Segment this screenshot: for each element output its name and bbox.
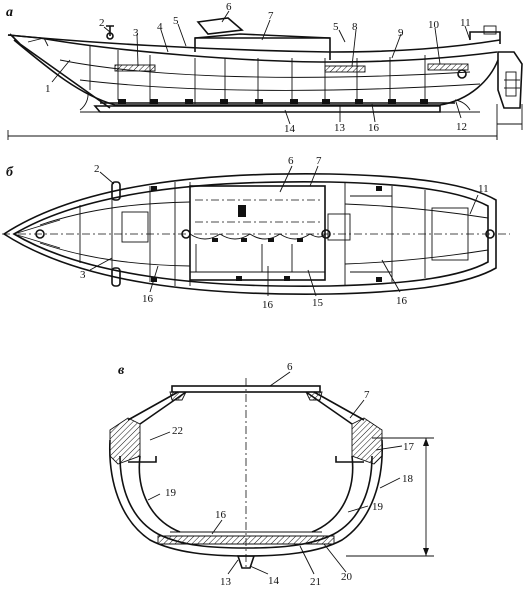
callout-side-11: 11 (460, 17, 471, 29)
callout-plan-16a: 16 (142, 293, 154, 305)
callout-plan-7: 7 (316, 155, 322, 167)
callout-side-16: 16 (368, 122, 380, 134)
callout-side-13: 13 (334, 122, 346, 134)
callout-side-1: 1 (45, 83, 51, 95)
callout-plan-6: 6 (288, 155, 294, 167)
callout-section-18: 18 (402, 473, 414, 485)
callout-plan-11: 11 (478, 183, 489, 195)
callout-section-20: 20 (341, 571, 353, 583)
callout-side-7: 7 (268, 10, 274, 22)
callout-section-17: 17 (403, 441, 415, 453)
callout-side-2: 2 (99, 17, 105, 29)
callout-section-13: 13 (220, 576, 232, 588)
callout-section-14: 14 (268, 575, 280, 587)
callout-section-22: 22 (172, 425, 183, 437)
callout-side-14: 14 (284, 123, 296, 135)
callout-plan-16b: 16 (262, 299, 274, 311)
callout-side-5b: 5 (333, 21, 339, 33)
side-view-letter: а (6, 5, 13, 20)
callout-side-5: 5 (173, 15, 179, 27)
callout-side-4: 4 (157, 21, 163, 33)
callout-section-19b: 19 (372, 501, 384, 513)
section-view-letter: в (118, 363, 125, 378)
callout-section-7: 7 (364, 389, 370, 401)
side-view: а (6, 1, 523, 140)
callout-plan-15: 15 (312, 297, 324, 309)
callout-side-12: 12 (456, 121, 467, 133)
section-view: в (109, 361, 434, 588)
callout-section-6: 6 (287, 361, 293, 373)
callout-side-3: 3 (133, 27, 139, 39)
callout-side-9: 9 (398, 27, 404, 39)
callout-plan-16c: 16 (396, 295, 408, 307)
plan-view-letter: б (6, 165, 14, 180)
callout-section-21: 21 (310, 576, 321, 588)
callout-plan-3: 3 (80, 269, 86, 281)
callout-side-8: 8 (352, 21, 358, 33)
callout-plan-2: 2 (94, 163, 100, 175)
plan-view: б (2, 155, 510, 311)
callout-section-16: 16 (215, 509, 227, 521)
callout-section-19a: 19 (165, 487, 177, 499)
callout-side-6: 6 (226, 1, 232, 13)
callout-side-10: 10 (428, 19, 440, 31)
